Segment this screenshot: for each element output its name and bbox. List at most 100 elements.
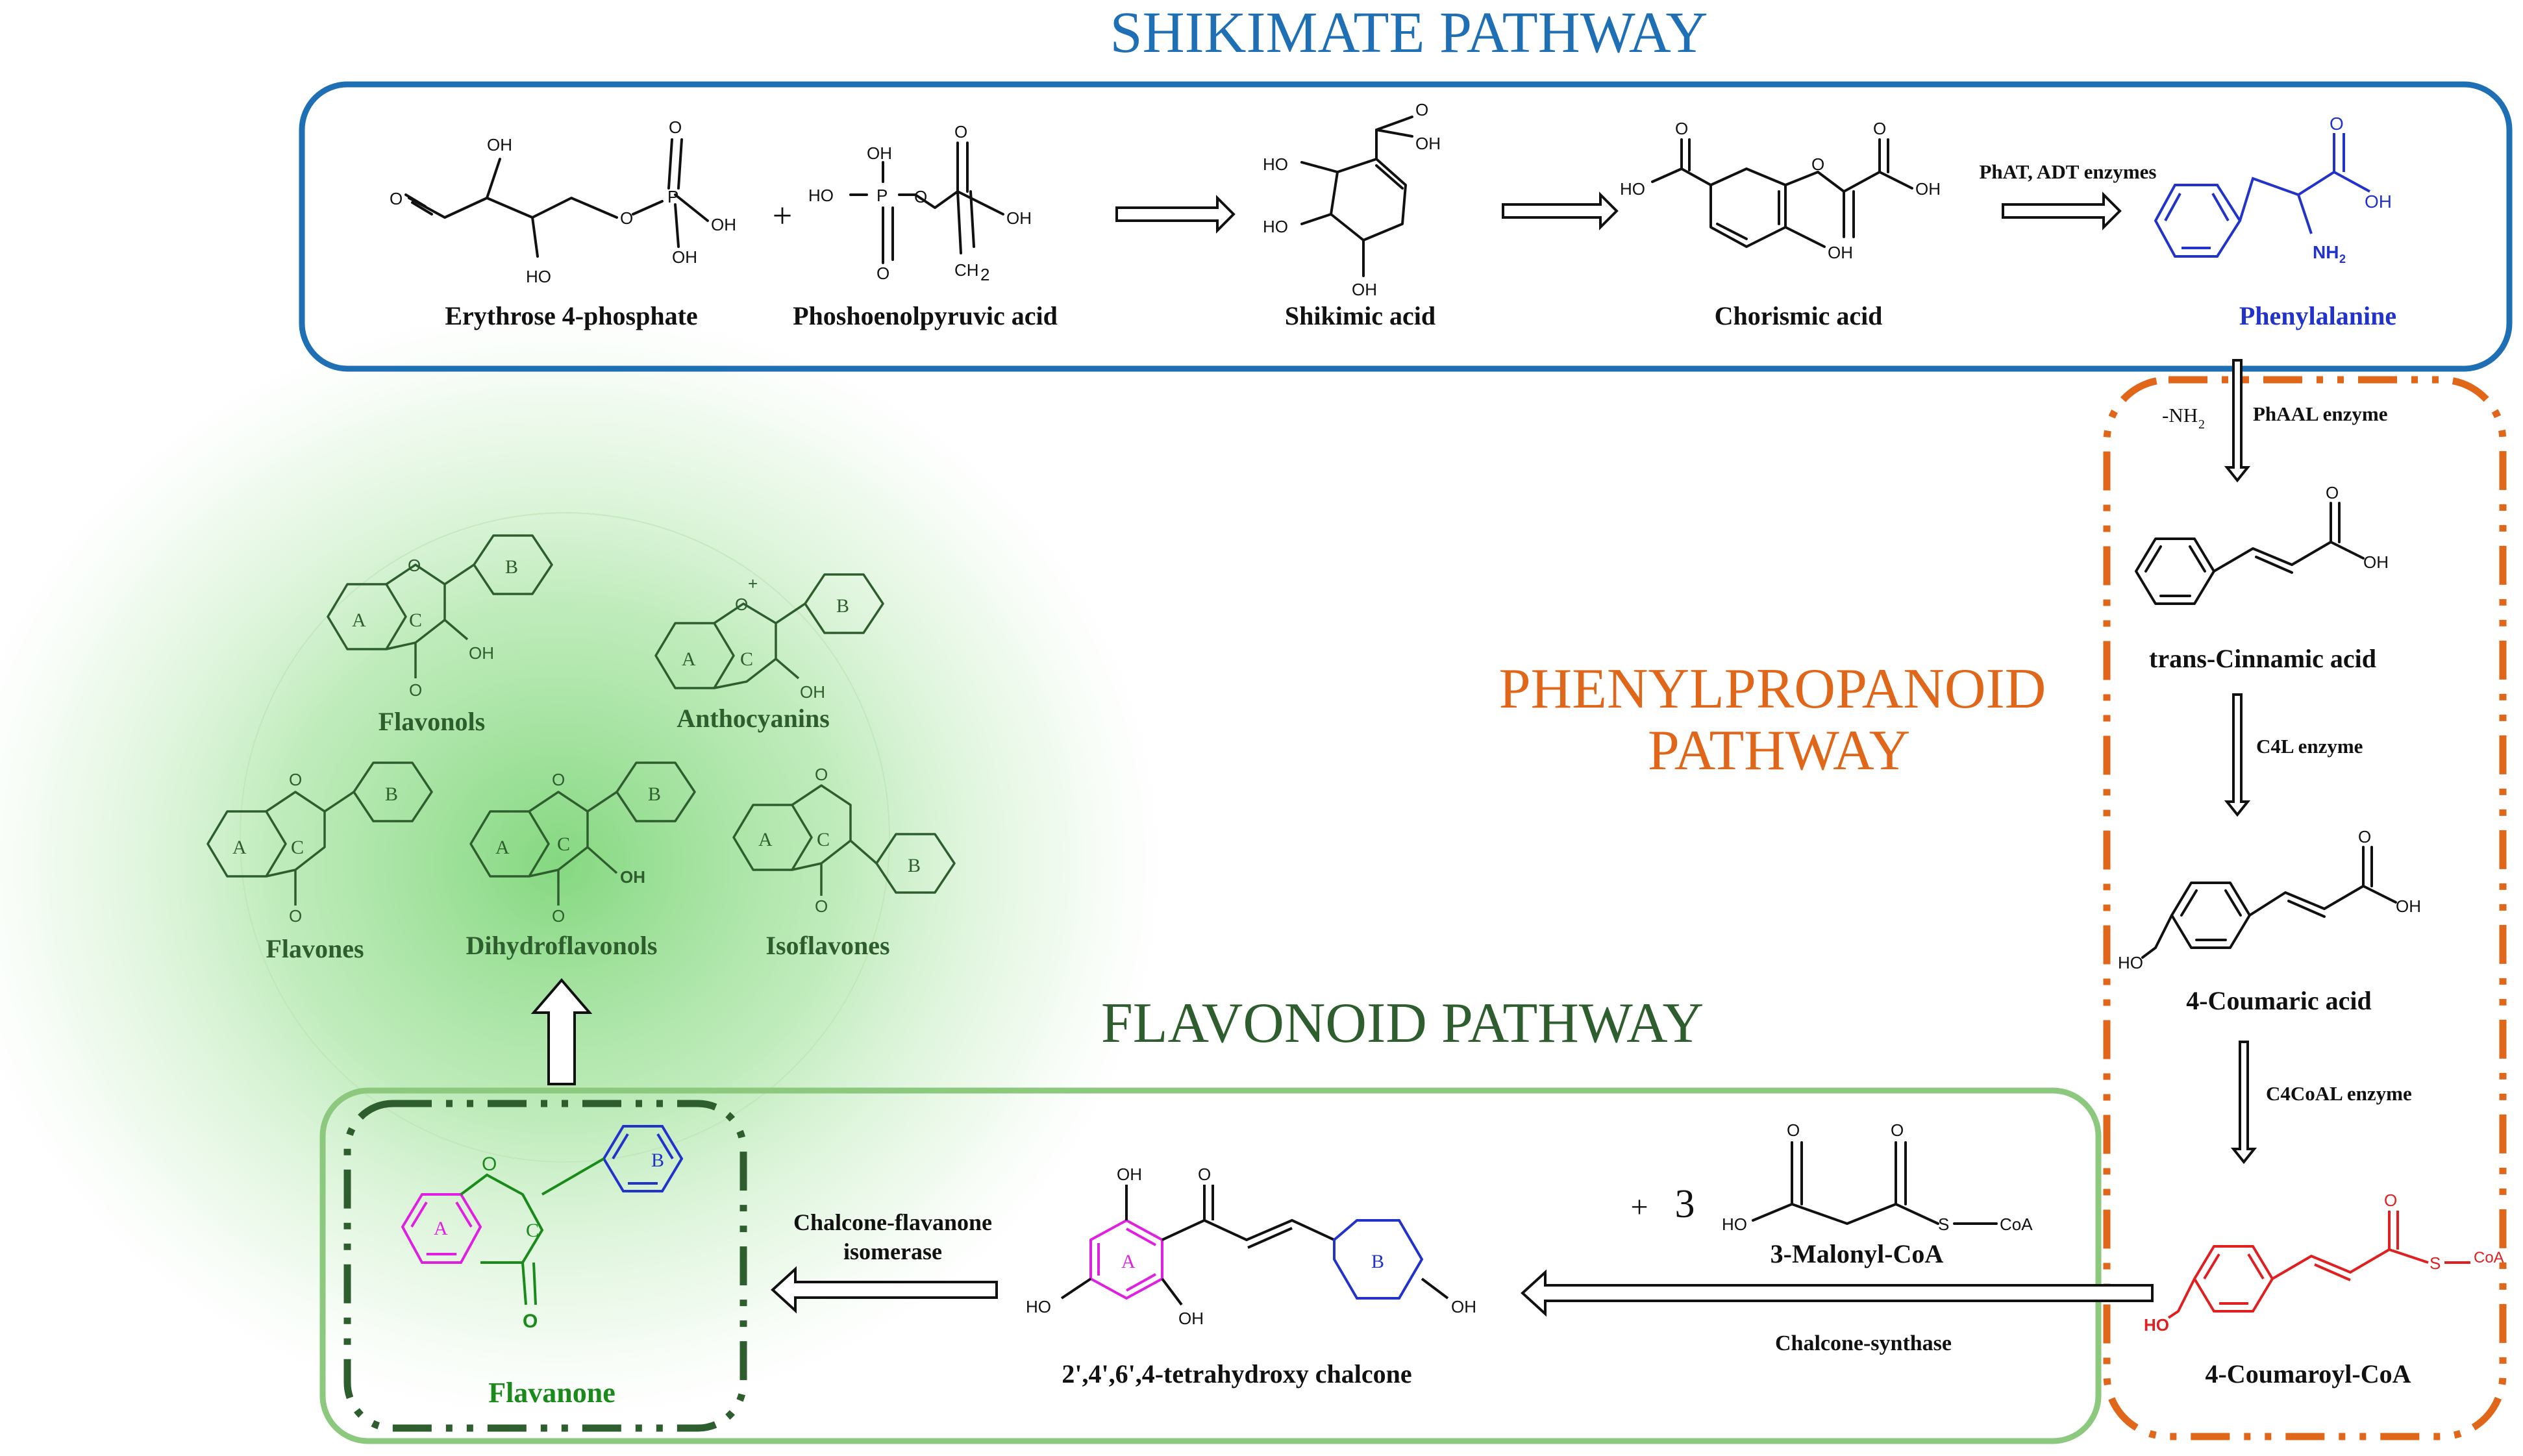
arrow-chalcone-synthase bbox=[1521, 1269, 2154, 1317]
flavanone-structure: O O A C B bbox=[401, 1125, 684, 1332]
svg-text:OH: OH bbox=[800, 682, 825, 702]
arrow-shikimic-chorismic bbox=[1502, 191, 1619, 230]
svg-text:HO: HO bbox=[808, 186, 834, 205]
svg-text:O: O bbox=[1873, 119, 1886, 138]
phaal-label: PhAAL enzyme bbox=[2253, 402, 2388, 425]
svg-text:A: A bbox=[758, 829, 773, 850]
svg-text:OH: OH bbox=[620, 867, 645, 887]
anthocyanins-label: Anthocyanins bbox=[677, 704, 830, 733]
svg-text:P: P bbox=[667, 187, 678, 206]
erythrose-structure: O OH HO O P O OH OH bbox=[390, 117, 736, 286]
nh2-loss-label: -NH bbox=[2162, 404, 2198, 426]
svg-text:C: C bbox=[740, 648, 753, 670]
coumaric-structure: O OH HO bbox=[2118, 827, 2421, 972]
svg-text:A: A bbox=[232, 837, 247, 858]
c4coal-label: C4CoAL enzyme bbox=[2266, 1082, 2412, 1105]
svg-text:A: A bbox=[1121, 1251, 1136, 1272]
flavonols-label: Flavonols bbox=[379, 707, 485, 736]
shikimate-box bbox=[299, 81, 2513, 372]
plus-three-sign: + bbox=[1630, 1190, 1648, 1224]
svg-text:HO: HO bbox=[1722, 1215, 1747, 1234]
svg-text:OH: OH bbox=[1178, 1309, 1204, 1328]
svg-text:OH: OH bbox=[487, 135, 512, 154]
svg-text:O: O bbox=[552, 906, 565, 926]
svg-text:B: B bbox=[1371, 1251, 1384, 1272]
svg-text:B: B bbox=[908, 855, 921, 876]
arrow-pep-shikimic bbox=[1115, 195, 1236, 234]
svg-text:OH: OH bbox=[867, 143, 892, 163]
svg-text:O: O bbox=[1675, 119, 1688, 138]
dihydroflavonols-label: Dihydroflavonols bbox=[466, 931, 658, 960]
svg-text:O: O bbox=[390, 189, 403, 208]
svg-text:O: O bbox=[815, 896, 828, 916]
isoflavones-label: Isoflavones bbox=[765, 931, 889, 960]
svg-text:HO: HO bbox=[2118, 953, 2143, 972]
isoflavones-structure: O O A C B bbox=[732, 765, 956, 916]
svg-text:O: O bbox=[2358, 827, 2371, 846]
svg-text:OH: OH bbox=[1415, 134, 1441, 153]
svg-text:HO: HO bbox=[1026, 1297, 1051, 1316]
svg-text:P: P bbox=[876, 186, 888, 205]
pep-structure: HO P OH O O O OH CH 2 bbox=[808, 122, 1032, 284]
svg-text:OH: OH bbox=[1006, 208, 1032, 228]
nh2-loss-subscript: 2 bbox=[2198, 417, 2205, 432]
svg-text:O: O bbox=[1415, 100, 1428, 119]
svg-text:OH: OH bbox=[2365, 191, 2392, 212]
svg-text:2: 2 bbox=[980, 265, 989, 284]
dihydroflavonols-structure: O O OH A C B bbox=[469, 761, 696, 926]
svg-text:O: O bbox=[1787, 1120, 1800, 1140]
svg-text:C: C bbox=[526, 1220, 539, 1241]
svg-text:C: C bbox=[409, 610, 422, 631]
svg-text:O: O bbox=[735, 595, 748, 614]
flavonoid-box bbox=[319, 1087, 2102, 1444]
cinnamic-structure: O OH bbox=[2135, 483, 2389, 605]
flavones-structure: O O A C B bbox=[206, 761, 433, 926]
svg-text:A: A bbox=[434, 1218, 448, 1239]
cinnamic-label: trans-Cinnamic acid bbox=[2149, 644, 2376, 673]
chalcone-structure: OH O HO OH OH A B bbox=[1026, 1165, 1476, 1328]
chorismic-label: Chorismic acid bbox=[1715, 301, 1883, 330]
c4l-label: C4L enzyme bbox=[2256, 735, 2363, 758]
svg-text:S: S bbox=[1938, 1215, 1949, 1234]
phat-adt-label: PhAT, ADT enzymes bbox=[1980, 160, 2157, 183]
svg-text:B: B bbox=[505, 556, 518, 578]
coumaroyl-label: 4-Coumaroyl-CoA bbox=[2205, 1359, 2411, 1388]
arrow-phenylalanine-cinnamic bbox=[2224, 359, 2251, 483]
anthocyanins-structure: O + OH A C B bbox=[654, 573, 884, 702]
svg-text:O: O bbox=[1198, 1165, 1211, 1184]
chs-label: Chalcone-synthase bbox=[1775, 1331, 1952, 1355]
erythrose-label: Erythrose 4-phosphate bbox=[445, 301, 697, 330]
svg-text:+: + bbox=[748, 574, 758, 593]
malonyl-structure: HO O O S CoA bbox=[1722, 1120, 2033, 1234]
svg-text:2: 2 bbox=[2339, 253, 2346, 265]
phenylalanine-structure: OH O NH 2 bbox=[2154, 114, 2392, 265]
svg-text:O: O bbox=[954, 122, 967, 142]
svg-text:B: B bbox=[648, 784, 661, 805]
svg-text:OH: OH bbox=[711, 215, 736, 234]
flavonoid-glow bbox=[0, 279, 1195, 1448]
svg-text:OH: OH bbox=[1352, 280, 1377, 299]
flavones-label: Flavones bbox=[266, 934, 364, 963]
phenylpropanoid-box bbox=[2103, 376, 2507, 1440]
svg-text:S: S bbox=[2430, 1253, 2441, 1273]
svg-text:O: O bbox=[669, 117, 682, 137]
svg-text:O: O bbox=[289, 770, 302, 789]
shikimic-label: Shikimic acid bbox=[1285, 301, 1436, 330]
svg-text:CoA: CoA bbox=[2474, 1249, 2504, 1266]
chi-label-line2: isomerase bbox=[843, 1239, 942, 1265]
svg-text:OH: OH bbox=[2396, 896, 2421, 916]
flavanone-box bbox=[343, 1100, 747, 1432]
svg-text:B: B bbox=[836, 595, 849, 617]
svg-text:O: O bbox=[482, 1154, 497, 1175]
pep-label: Phoshoenolpyruvic acid bbox=[793, 301, 1058, 330]
svg-text:OH: OH bbox=[1828, 243, 1853, 262]
shikimic-structure: HO HO OH O OH bbox=[1263, 100, 1441, 299]
svg-text:HO: HO bbox=[1263, 154, 1288, 174]
svg-text:OH: OH bbox=[1915, 179, 1941, 199]
svg-text:O: O bbox=[2326, 483, 2339, 502]
arrow-flavanone-up bbox=[530, 978, 593, 1085]
svg-text:O: O bbox=[2384, 1191, 2397, 1210]
svg-text:O: O bbox=[409, 680, 422, 700]
svg-text:HO: HO bbox=[1263, 217, 1288, 236]
